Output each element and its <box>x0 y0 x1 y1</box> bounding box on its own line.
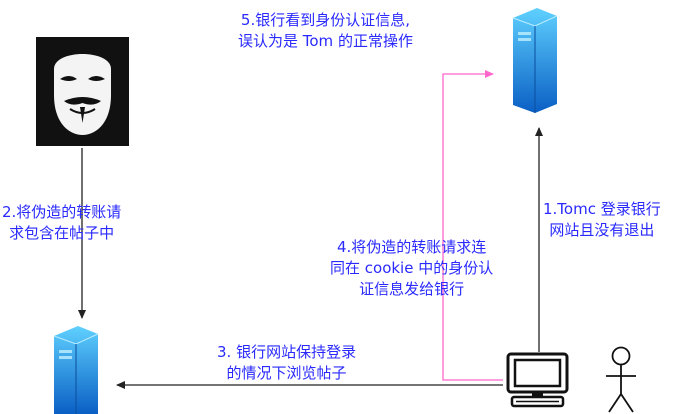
bank-server-icon <box>512 8 558 113</box>
step1-label: 1.Tomc 登录银行 网站且没有退出 <box>543 199 661 241</box>
step4-line1: 4.将伪造的转账请求连 <box>336 238 487 256</box>
step3-line2: 的情况下浏览帖子 <box>226 364 347 382</box>
step3-line1: 3. 银行网站保持登录 <box>217 343 357 361</box>
step2-line1: 2.将伪造的转账请 <box>2 203 122 221</box>
forum-server-icon <box>53 326 99 414</box>
step2-label: 2.将伪造的转账请 求包含在帖子中 <box>2 202 121 244</box>
step1-line2: 网站且没有退出 <box>549 221 655 239</box>
step5-line2: 误认为是 Tom 的正常操作 <box>238 32 413 50</box>
step5-line1: 5.银行看到身份认证信息, <box>240 11 411 29</box>
computer-icon <box>506 352 569 408</box>
user-stick-figure-icon <box>604 346 638 414</box>
step1-line1: 1.Tomc 登录银行 <box>543 200 661 218</box>
anonymous-mask-icon <box>36 37 129 146</box>
arrow-forged-request-to-bank <box>442 70 503 381</box>
step4-label: 4.将伪造的转账请求连 同在 cookie 中的身份认 证信息发给银行 <box>330 237 493 300</box>
step4-line2: 同在 cookie 中的身份认 <box>330 259 494 277</box>
step3-label: 3. 银行网站保持登录 的情况下浏览帖子 <box>217 342 356 384</box>
step4-line3: 证信息发给银行 <box>359 280 465 298</box>
step5-label: 5.银行看到身份认证信息, 误认为是 Tom 的正常操作 <box>238 10 413 52</box>
step2-line2: 求包含在帖子中 <box>9 224 115 242</box>
